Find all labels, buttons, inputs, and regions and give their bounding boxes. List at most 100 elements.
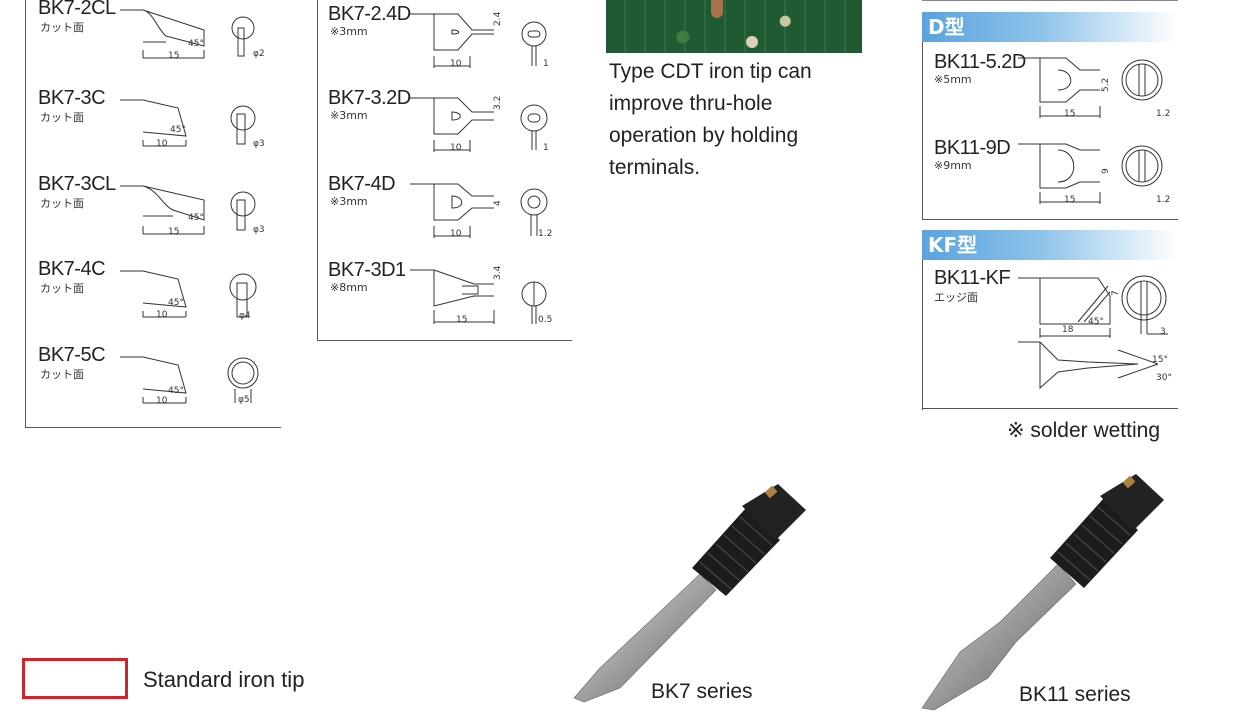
tip-length-label: 10 bbox=[156, 139, 168, 149]
cdt-pcb-photo bbox=[606, 0, 862, 53]
tip-model: BK11-9D bbox=[934, 137, 1011, 159]
tip-length-label: 15 bbox=[168, 51, 180, 61]
col4-top-rule bbox=[922, 0, 1178, 1]
tip-drawing bbox=[1018, 275, 1168, 390]
tip-model: BK11-5.2D bbox=[934, 51, 1026, 73]
tip-height-label: 7 bbox=[1111, 290, 1121, 296]
col2-tip-row: BK7-3.2D ※3mm 10 3.2 1 bbox=[328, 88, 568, 168]
tip-drawing bbox=[120, 185, 256, 235]
bk7-tip-photo bbox=[573, 484, 806, 703]
tip-diameter-label: φ3 bbox=[253, 139, 265, 149]
tip-model: BK11-KF bbox=[934, 267, 1011, 289]
tip-subtitle: ※3mm bbox=[330, 195, 368, 208]
tip-angle-label: 45° bbox=[168, 386, 184, 396]
tip-subtitle: カット面 bbox=[40, 21, 84, 34]
bk11-series-label: BK11 series bbox=[1019, 683, 1131, 706]
tip-length-label: 10 bbox=[450, 229, 462, 239]
kf-tip-row: BK11-KF エッジ面 18 45° 7 3 15° 30° bbox=[934, 268, 1178, 408]
tip-angle-label: 45° bbox=[1088, 317, 1104, 327]
d-tip-row: BK11-5.2D ※5mm 15 5.2 1.2 bbox=[934, 52, 1178, 132]
tip-subtitle: カット面 bbox=[40, 111, 84, 124]
tip-diameter-label: φ3 bbox=[253, 225, 265, 235]
tip-model: BK7-2.4D bbox=[328, 3, 411, 25]
tip-drawing bbox=[120, 99, 256, 147]
col2-tip-row: BK7-4D ※3mm 10 4 1.2 bbox=[328, 174, 568, 254]
tip-angle-label: 45° bbox=[168, 298, 184, 308]
tip-drawing bbox=[120, 356, 259, 404]
tip-drawing bbox=[120, 270, 257, 318]
tip-height-label: 2.4 bbox=[493, 11, 503, 26]
tip-drawing bbox=[410, 13, 547, 68]
tip-height-label: 5.2 bbox=[1101, 77, 1111, 92]
tip-subtitle: ※3mm bbox=[330, 25, 368, 38]
tip-height-label: 9 bbox=[1101, 168, 1111, 174]
bk11-tip-photo bbox=[921, 474, 1164, 711]
col2-border-bottom bbox=[317, 340, 572, 341]
kf-panel-bottom bbox=[922, 408, 1178, 409]
col2-tip-row: BK7-3D1 ※8mm 15 3.4 0.5 bbox=[328, 260, 568, 340]
d-tip-row: BK11-9D ※9mm 15 9 1.2 bbox=[934, 138, 1178, 218]
tip-length-label: 15 bbox=[168, 227, 180, 237]
tip-length-label: 10 bbox=[156, 310, 168, 320]
tip-model: BK7-5C bbox=[38, 344, 106, 366]
tip-subtitle: ※3mm bbox=[330, 109, 368, 122]
d-panel-bottom bbox=[922, 219, 1178, 220]
tip-length-label: 10 bbox=[450, 143, 462, 153]
tip-diameter-label: φ2 bbox=[253, 49, 265, 59]
kf-panel-left bbox=[922, 260, 923, 410]
tip-drawing bbox=[410, 97, 548, 152]
tip-thickness-label: 1.2 bbox=[1156, 109, 1171, 119]
tip-model: BK7-3D1 bbox=[328, 259, 406, 281]
d-panel-left bbox=[922, 42, 923, 220]
kf-type-title: KF型 bbox=[928, 233, 978, 257]
tip-length-label: 15 bbox=[1064, 109, 1076, 119]
tip-model: BK7-3.2D bbox=[328, 87, 411, 109]
col1-border-left bbox=[25, 0, 26, 428]
tip-model: BK7-4C bbox=[38, 258, 106, 280]
tip-drawing bbox=[410, 269, 547, 324]
tip-model: BK7-4D bbox=[328, 173, 396, 195]
tip-drawing bbox=[1018, 143, 1163, 204]
tip-length-label: 18 bbox=[1062, 325, 1074, 335]
col1-tip-row: BK7-3C カット面 10 45° φ3 bbox=[38, 88, 278, 168]
tip-drawing bbox=[120, 9, 255, 59]
tip-angle-15: 15° bbox=[1152, 355, 1168, 365]
tip-subtitle: エッジ面 bbox=[934, 291, 978, 304]
cdt-caption-line: improve thru-hole bbox=[609, 92, 773, 115]
cdt-caption-line: operation by holding bbox=[609, 124, 799, 147]
tip-length-label: 15 bbox=[456, 315, 468, 325]
col1-tip-row: BK7-3CL カット面 15 45° φ3 bbox=[38, 174, 278, 254]
col2-border-left bbox=[317, 0, 318, 341]
cdt-caption-line: terminals. bbox=[609, 156, 701, 179]
cdt-caption: Type CDT iron tip can improve thru-hole … bbox=[609, 56, 812, 184]
tip-subtitle: カット面 bbox=[40, 368, 84, 381]
tip-subtitle: ※5mm bbox=[934, 73, 972, 86]
tip-angle-30: 30° bbox=[1156, 373, 1172, 383]
tip-length-label: 10 bbox=[156, 396, 168, 406]
cdt-caption-line: Type CDT iron tip can bbox=[609, 60, 812, 83]
col1-tip-row: BK7-2CL カット面 15 45° φ2 bbox=[38, 0, 278, 78]
tip-diameter-label: φ4 bbox=[239, 311, 251, 321]
tip-thickness-label: 0.5 bbox=[538, 315, 553, 325]
tip-length-label: 10 bbox=[450, 59, 462, 69]
tip-height-label: 3.2 bbox=[493, 95, 503, 110]
tip-angle-label: 45° bbox=[188, 213, 204, 223]
solder-wetting-note: ※ solder wetting bbox=[1007, 419, 1160, 442]
col1-border-bottom bbox=[25, 427, 281, 428]
tip-subtitle: カット面 bbox=[40, 282, 84, 295]
tip-model: BK7-3C bbox=[38, 87, 106, 109]
legend-red-box bbox=[22, 658, 128, 699]
d-type-header: D型 bbox=[922, 12, 1178, 42]
d-type-title: D型 bbox=[928, 15, 965, 39]
col1-tip-row: BK7-4C カット面 10 45° φ4 bbox=[38, 259, 278, 339]
tip-angle-label: 45° bbox=[170, 125, 186, 135]
tip-drawing bbox=[410, 183, 548, 238]
tip-subtitle: ※9mm bbox=[934, 159, 972, 172]
bk7-series-label: BK7 series bbox=[651, 680, 753, 703]
tip-model: BK7-3CL bbox=[38, 173, 116, 195]
tip-thickness-label: 1 bbox=[543, 59, 549, 69]
tip-height-label: 3.4 bbox=[493, 265, 503, 280]
tip-subtitle: ※8mm bbox=[330, 281, 368, 294]
col1-tip-row: BK7-5C カット面 10 45° φ5 bbox=[38, 345, 278, 425]
tip-model: BK7-2CL bbox=[38, 0, 116, 19]
